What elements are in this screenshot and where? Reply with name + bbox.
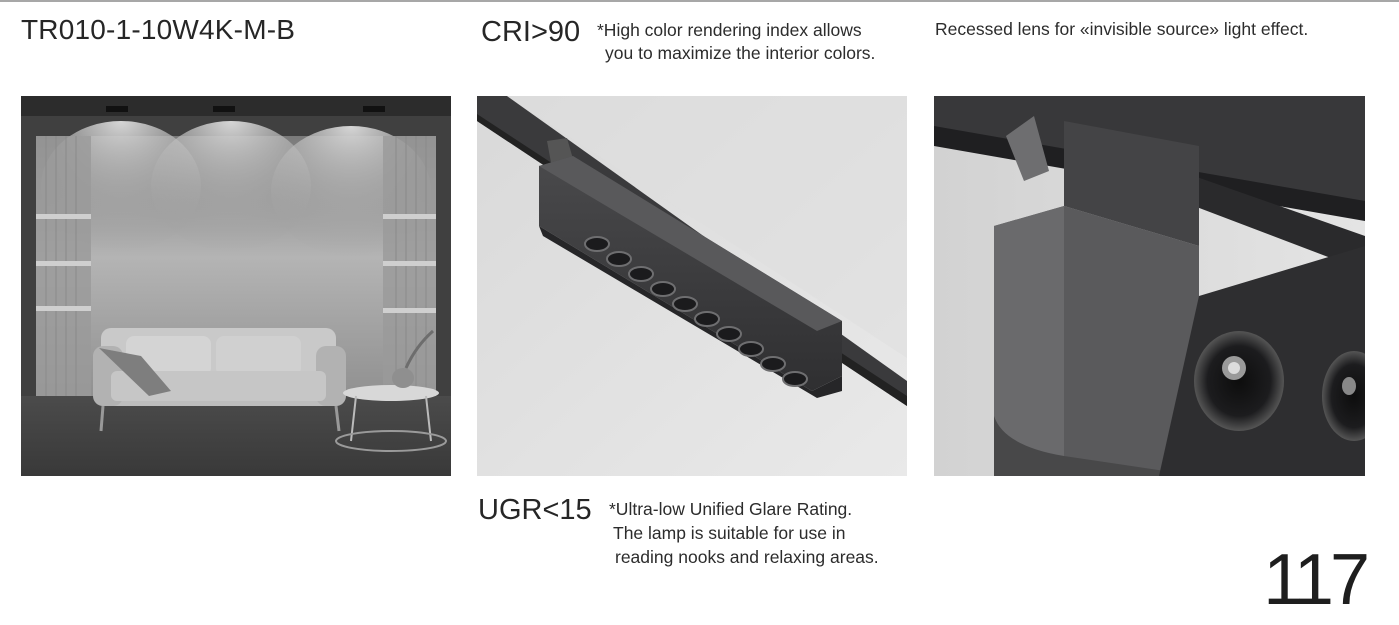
page-number: 117: [1263, 540, 1370, 620]
cri-description: *High color rendering index allows you t…: [597, 19, 875, 65]
cri-description-line: you to maximize the interior colors.: [605, 43, 876, 63]
cri-label: CRI>90: [481, 16, 581, 48]
ugr-label: UGR<15: [478, 494, 592, 526]
model-code: TR010-1-10W4K-M-B: [21, 14, 296, 45]
fixture-photo: [477, 96, 907, 476]
ugr-description-line: *Ultra-low Unified Glare Rating.: [609, 499, 853, 519]
ugr-description-line: The lamp is suitable for use in: [613, 523, 846, 543]
ugr-description-line: reading nooks and relaxing areas.: [615, 547, 879, 567]
lens-feature-text: Recessed lens for «invisible source» lig…: [935, 19, 1309, 39]
lens-closeup-photo: [934, 96, 1365, 476]
ugr-description: *Ultra-low Unified Glare Rating. The lam…: [609, 497, 879, 569]
top-rule: [0, 0, 1399, 2]
cri-description-line: *High color rendering index allows: [597, 20, 862, 40]
interior-photo: [21, 96, 451, 476]
